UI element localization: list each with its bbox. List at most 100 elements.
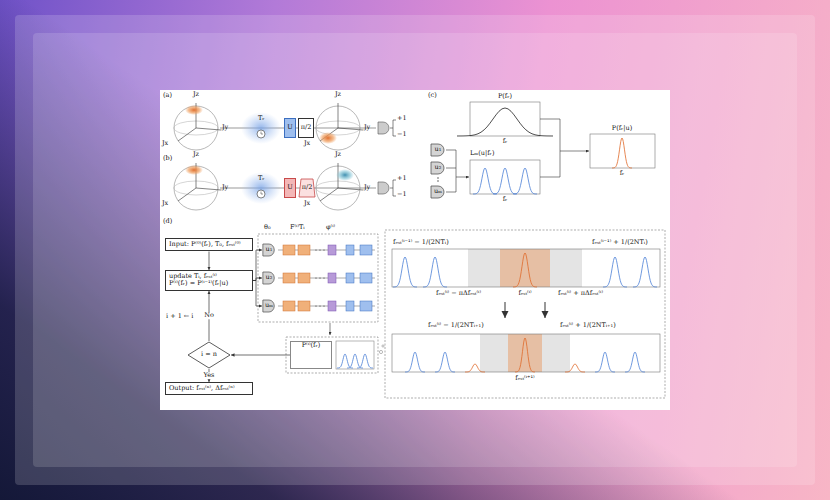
node-text: u₁ [266,246,273,253]
pulse-rows [298,245,310,255]
pulse-rows [360,273,372,283]
ramsey-row-b [261,192,263,195]
figure-label: Jz [193,151,199,158]
detector-outline [263,244,274,256]
ramsey-row-a [316,103,363,150]
ramsey-row-a [261,132,263,135]
node-text: P⁽ⁱ⁾(fᵣ) [302,342,321,349]
node-text: uₘ [265,302,273,309]
flow-arrow [253,250,262,280]
plot-box: P⁽ⁱ⁾(fᵣ) [290,341,332,369]
flow-panel-d [504,302,506,318]
flow-panel-d [286,337,378,373]
distribution-curves [513,253,537,287]
ramsey-row-a [174,103,396,150]
flow-panel-d [330,323,331,335]
detector-outline [263,272,274,284]
distribution-curves [357,354,373,368]
figure-label: −1 [397,191,407,198]
pulse-trapezoid-outline [299,179,315,197]
figure-label: Jy [364,124,370,131]
flow-panel-d [385,230,665,398]
flow-panel-d [379,350,382,353]
process-box: Input: P⁽⁰⁾(fᵣ), T₀, fₑₛₜ⁽⁰⁾ [165,238,253,251]
node-text: u₂ [266,274,273,281]
flow-panel-d [392,249,660,287]
detector: u₁ [430,143,446,157]
ramsey-row-a [185,105,203,115]
figure-label: −1 [397,131,407,138]
process-box: update Tᵢ, fₑₛₜ⁽ⁱ⁾P⁽ⁱ⁾(fᵣ) = P⁽ⁱ⁻¹⁾(fᵣ|u… [165,270,253,291]
detector-outline [431,144,444,156]
distribution-curves [603,257,627,287]
node-text: π/2 [302,184,313,191]
node-text: Input: P⁽⁰⁾(fᵣ), T₀, fₑₛₜ⁽⁰⁾ [169,241,241,248]
detector: u₁ [262,243,276,257]
bayes-panel-c [437,102,655,194]
distribution-curves [612,138,632,168]
figure-label: fₑₛₜ⁽ⁱ⁾ + πΔfₑₛₜ⁽ⁱ⁾ [558,290,603,297]
pulse-rows [315,305,316,306]
ramsey-row-a [378,122,389,134]
flow-panel-d [392,334,660,372]
figure-label: Jy [364,184,370,191]
figure-label: fₑₛₜ⁽ⁱ⁾ − πΔfₑₛₜ⁽ⁱ⁾ [436,290,481,297]
figure-label: fₑₛₜ⁽ⁱ⁾ + 1/(2NTᵢ₊₁) [560,322,616,329]
pulse-rows [346,301,354,311]
node-text: update Tᵢ, fₑₛₜ⁽ⁱ⁾ [169,273,217,280]
distribution-curves [435,352,455,372]
distribution-curves [633,257,657,287]
ramsey-row-a [319,132,337,144]
ramsey-row-b [174,163,396,210]
figure-label: Jx [304,140,310,147]
figure-label: fₑₛₜ⁽ⁱ⁻¹⁾ + 1/(2NTᵢ) [592,239,648,246]
pulse-rows [319,305,320,306]
ramsey-row-a [257,130,265,138]
bayes-panel-c [456,177,469,178]
figure-label: (b) [163,155,172,162]
pulse-rows [319,277,320,278]
unitary-box: U [284,118,296,138]
figure-label: Jz [335,151,341,158]
figure-label: (c) [428,92,437,99]
pulse-rows [346,245,354,255]
pulse-rows [328,245,336,255]
pulse-rows [283,301,295,311]
figure-label: P(fᵣ|u) [612,125,632,132]
detector-outline [263,300,274,312]
node-text: P⁽ⁱ⁾(fᵣ) = P⁽ⁱ⁻¹⁾(fᵣ|u) [169,280,228,287]
pulse-rows [328,301,336,311]
flow-panel-d [336,341,374,369]
flow-panel-d [480,334,570,372]
pulse-trapezoid: π/2 [298,178,316,198]
bayes-panel-c [590,134,655,168]
distribution-curves [347,354,363,368]
node-text: u₂ [435,164,442,171]
decision-diamond: i = n [187,341,231,369]
pulse-rows [283,245,295,255]
distribution-curves [337,354,353,368]
distribution-curves [625,352,645,372]
pulse-rows [298,301,310,311]
flow-panel-d [258,234,378,322]
pulse-rows [323,249,324,250]
node-text: π/2 [301,124,312,131]
figure-label: Jz [193,91,199,98]
pulse-rows [315,249,316,250]
distribution-curves [515,338,535,372]
node-text: i = n [201,351,217,358]
detector-outline [431,162,444,174]
ramsey-row-b [378,182,389,194]
bayes-panel-c [560,151,589,152]
pulse-rows [283,273,295,283]
ramsey-row-a [174,103,221,150]
figure-label: fₑₛₜ⁽ⁱ⁾ [518,290,531,297]
ramsey-row-b [185,165,203,175]
process-box: Output: fₑₛₜ⁽ⁿ⁾, Δfₑₛₜ⁽ⁿ⁾ [165,382,253,395]
figure-label: Jy [222,184,228,191]
distribution-curves [457,108,553,136]
pulse-rows [360,301,372,311]
